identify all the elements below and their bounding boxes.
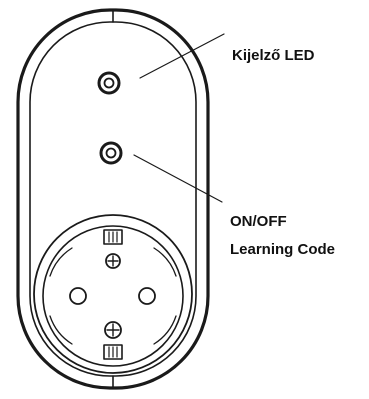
leader-line-led: [139, 33, 225, 79]
label-led: Kijelző LED: [232, 47, 315, 64]
pin-hole-left: [69, 287, 87, 305]
schuko-socket-icon: [33, 214, 193, 374]
screw-bottom-icon: [104, 321, 122, 339]
indicator-led-icon: [97, 71, 121, 95]
socket-rim: [33, 214, 193, 374]
label-on-off: ON/OFF: [230, 213, 287, 230]
pin-hole-right: [138, 287, 156, 305]
leader-line-button: [133, 154, 223, 203]
earth-clip-bottom: [103, 344, 123, 360]
label-learning-code: Learning Code: [230, 241, 336, 258]
power-button-icon[interactable]: [99, 141, 123, 165]
earth-clip-top: [103, 229, 123, 245]
socket-recess: [42, 225, 184, 367]
screw-top-icon: [105, 253, 121, 269]
